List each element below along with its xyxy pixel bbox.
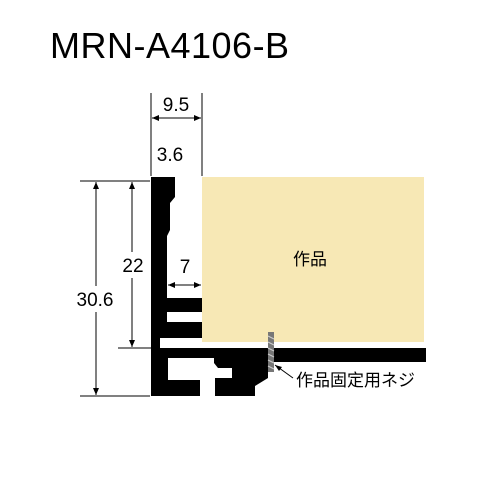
artwork-label: 作品 — [293, 250, 327, 270]
frame-profile-section — [151, 177, 426, 396]
fixing-screw — [268, 332, 274, 372]
screw-label: 作品固定用ネジ — [296, 371, 415, 391]
screw-thread — [267, 335, 275, 370]
dimension-rebate-width: 7 — [180, 257, 191, 278]
product-code-title: MRN-A4106-B — [50, 25, 290, 66]
dimension-inner-height: 22 — [122, 256, 143, 277]
profile-channel — [171, 366, 193, 375]
dimension-total-depth: 9.5 — [163, 95, 189, 116]
artwork-panel — [202, 177, 424, 342]
dimension-total-height: 30.6 — [77, 290, 114, 311]
dimension-lip-width: 3.6 — [157, 145, 183, 166]
